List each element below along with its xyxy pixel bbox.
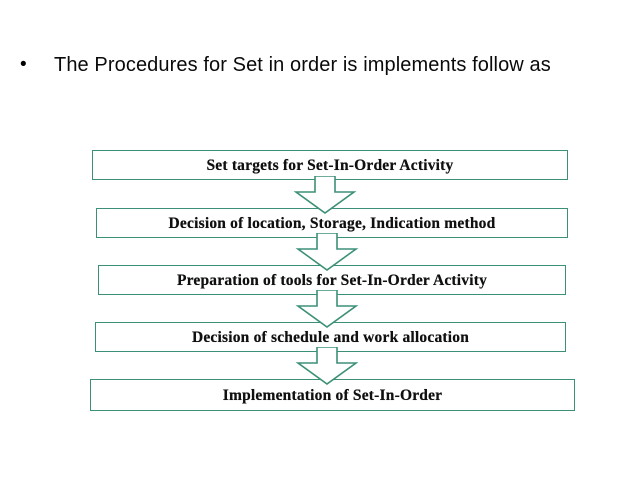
flow-step-label-1: Set targets for Set-In-Order Activity [206, 156, 454, 174]
down-block-arrow-icon-3 [294, 290, 360, 328]
flow-step-box-1: Set targets for Set-In-Order Activity [92, 150, 568, 180]
set-in-order-flowchart: Set targets for Set-In-Order Activity De… [0, 140, 638, 430]
flow-step-label-4: Decision of schedule and work allocation [191, 328, 470, 346]
flow-step-label-5: Implementation of Set-In-Order [222, 386, 443, 404]
down-block-arrow-icon-2 [294, 233, 360, 271]
down-block-arrow-icon-4 [294, 347, 360, 385]
down-block-arrow-icon-1 [292, 176, 358, 214]
flow-step-box-5: Implementation of Set-In-Order [90, 379, 575, 411]
bullet-item-text: The Procedures for Set in order is imple… [54, 54, 551, 76]
flow-step-label-2: Decision of location, Storage, Indicatio… [168, 214, 496, 232]
bullet-list-item: • The Procedures for Set in order is imp… [18, 50, 598, 80]
bullet-marker-icon: • [20, 54, 27, 75]
flow-step-label-3: Preparation of tools for Set-In-Order Ac… [176, 271, 488, 289]
